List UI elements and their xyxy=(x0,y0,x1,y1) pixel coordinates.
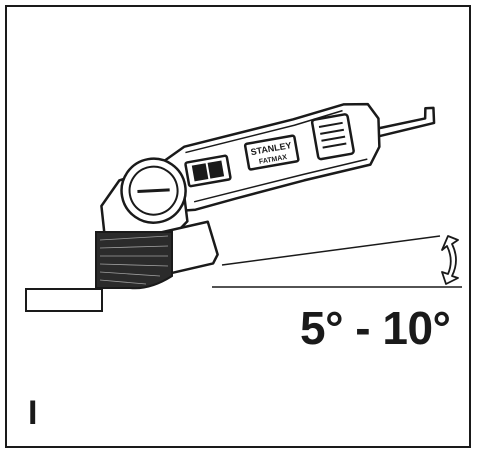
double-arrow-icon xyxy=(441,235,459,285)
figure-frame xyxy=(5,5,471,448)
angle-line-upper xyxy=(221,235,441,266)
brand-plate xyxy=(243,134,300,171)
workpiece-block xyxy=(25,288,103,312)
angle-range-label: 5° - 10° xyxy=(300,302,451,354)
vent-grille xyxy=(310,113,355,161)
step-label: I xyxy=(28,394,38,432)
sub-brand-logo: FATMAX xyxy=(259,154,288,166)
wire-brush-icon xyxy=(95,231,173,290)
